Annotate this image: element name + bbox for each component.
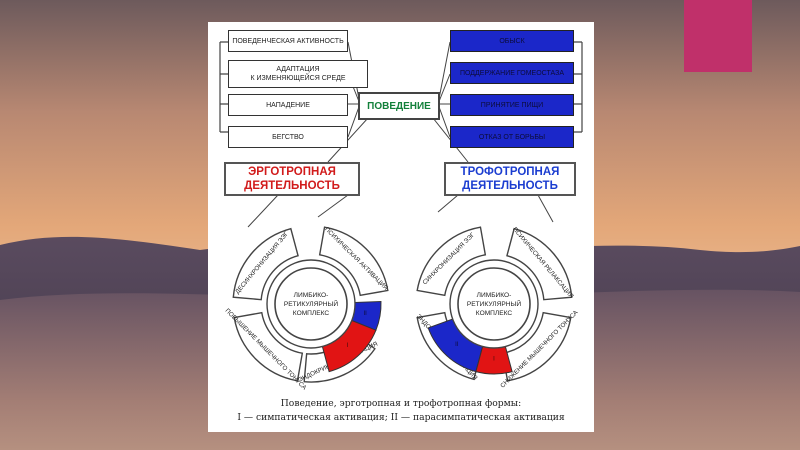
left-item-2: НАПАДЕНИЕ bbox=[228, 94, 348, 116]
right-item-3: ОТКАЗ ОТ БОРЬБЫ bbox=[450, 126, 574, 148]
left-item-1: АДАПТАЦИЯ К ИЗМЕНЯЮЩЕЙСЯ СРЕДЕ bbox=[228, 60, 368, 88]
accent-rectangle bbox=[684, 0, 752, 72]
left-ring-center-label-2: КОМПЛЕКС bbox=[293, 310, 330, 317]
right-ring-marker-I: I bbox=[493, 357, 495, 363]
ergotropic-label: ЭРГОТРОПНАЯ ДЕЯТЕЛЬНОСТЬ bbox=[224, 162, 360, 196]
left-ring-segment-0 bbox=[232, 227, 299, 301]
right-ring-center-label-1: РЕТИКУЛЯРНЫЙ bbox=[467, 299, 522, 308]
right-ring-segment-1 bbox=[506, 227, 573, 301]
right-item-0: ОБЫСК bbox=[450, 30, 574, 52]
left-ring-center-label-0: ЛИМБИКО- bbox=[294, 292, 329, 299]
caption-line-1: Поведение, эрготропная и трофотропная фо… bbox=[280, 398, 522, 409]
right-ring-segment-0 bbox=[416, 226, 487, 297]
right-ring-marker-II: II bbox=[455, 342, 459, 348]
left-ring-marker-I: I bbox=[347, 343, 349, 349]
right-ring-center-label-2: КОМПЛЕКС bbox=[476, 310, 513, 317]
right-ring-segment-2 bbox=[501, 311, 572, 382]
right-item-1: ПОДДЕРЖАНИЕ ГОМЕОСТАЗА bbox=[450, 62, 574, 84]
left-ring-segment-1 bbox=[318, 226, 389, 297]
right-ring-inner-core bbox=[457, 267, 531, 341]
trophotropic-label: ТРОФОТРОПНАЯ ДЕЯТЕЛЬНОСТЬ bbox=[444, 162, 576, 196]
caption-line-2: I — симпатическая активация; II — параси… bbox=[237, 412, 565, 423]
left-ring-marker-II: II bbox=[363, 311, 367, 317]
center-behavior-label: ПОВЕДЕНИЕ bbox=[358, 92, 440, 120]
left-item-0: ПОВЕДЕНЧЕСКАЯ АКТИВНОСТЬ bbox=[228, 30, 348, 52]
right-ring-center-label-0: ЛИМБИКО- bbox=[477, 292, 512, 299]
left-item-3: БЕГСТВО bbox=[228, 126, 348, 148]
right-item-2: ПРИНЯТИЕ ПИЩИ bbox=[450, 94, 574, 116]
left-ring-center-label-1: РЕТИКУЛЯРНЫЙ bbox=[284, 299, 339, 308]
left-ring-segment-2 bbox=[233, 311, 304, 382]
left-ring-inner-core bbox=[274, 267, 348, 341]
